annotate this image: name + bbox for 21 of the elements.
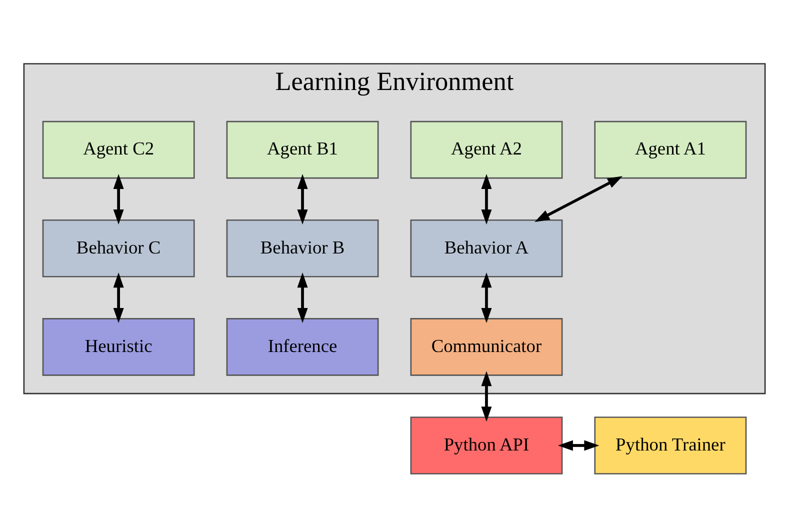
node-box: Python API	[410, 416, 563, 474]
node-box: Behavior B	[226, 218, 379, 277]
arrow	[113, 272, 124, 323]
arrow	[297, 272, 308, 323]
node-box: Inference	[226, 318, 379, 376]
node-box: Agent B1	[226, 120, 379, 178]
arrow	[297, 174, 308, 224]
node-box: Agent A1	[594, 120, 747, 178]
arrow	[558, 440, 600, 450]
arrow	[481, 174, 492, 224]
arrow	[534, 176, 623, 222]
arrow	[481, 272, 492, 323]
node-box: Agent A2	[410, 120, 563, 178]
node-box: Behavior C	[42, 218, 195, 277]
node-box: Python Trainer	[594, 416, 747, 474]
arrow	[481, 370, 492, 422]
node-box: Heuristic	[42, 318, 195, 376]
node-box: Behavior A	[410, 218, 563, 277]
node-box: Communicator	[410, 318, 563, 376]
arrow	[113, 174, 124, 224]
node-box: Agent C2	[42, 120, 195, 178]
